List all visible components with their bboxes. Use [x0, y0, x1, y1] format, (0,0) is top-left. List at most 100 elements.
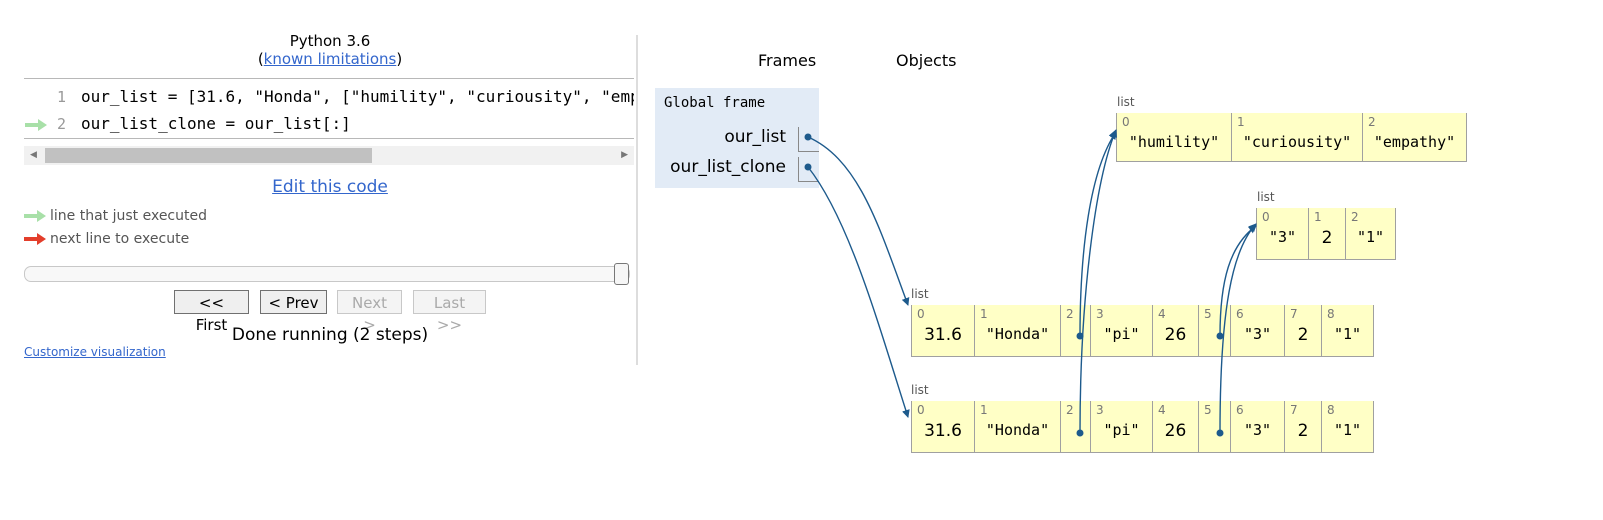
cell-index: 4	[1158, 307, 1166, 321]
known-limitations-link[interactable]: known limitations	[263, 50, 397, 68]
cell-index: 0	[917, 307, 925, 321]
list-cell: 1 "curiousity"	[1232, 113, 1363, 162]
code-bottom-divider	[24, 138, 634, 139]
cell-value: 26	[1164, 325, 1187, 345]
cell-index: 2	[1368, 115, 1376, 129]
cell-value: "curiousity"	[1242, 133, 1352, 151]
customize-visualization-link[interactable]: Customize visualization	[24, 345, 166, 359]
cell-index: 2	[1066, 403, 1074, 417]
cell-index: 5	[1204, 403, 1212, 417]
red-arrow-icon	[24, 233, 46, 245]
our-list-pointer-slot	[798, 127, 819, 152]
cell-value: "3"	[1268, 228, 1297, 246]
list-cell: 8"1"	[1322, 401, 1374, 453]
list-type-label: list	[1257, 190, 1275, 204]
line-number: 2	[56, 115, 66, 133]
list-type-label: list	[911, 383, 929, 397]
cell-value: "3"	[1243, 421, 1272, 439]
green-arrow-icon	[24, 210, 46, 222]
cell-value: 2	[1297, 325, 1309, 345]
scrollbar-thumb[interactable]	[45, 148, 372, 163]
list-cell: 0"humility"	[1116, 113, 1232, 162]
list-type-label: list	[1117, 95, 1135, 109]
cell-index: 3	[1096, 307, 1104, 321]
first-button[interactable]: << First	[174, 290, 249, 334]
close-paren: )	[396, 50, 403, 68]
cell-value: 31.6	[924, 325, 962, 345]
next-button[interactable]: Next >	[337, 290, 402, 334]
cell-index: 6	[1236, 403, 1244, 417]
cell-value: 31.6	[924, 421, 962, 441]
list-cell: 5	[1199, 401, 1231, 453]
list-cell: 2"1"	[1346, 208, 1396, 260]
heap-list-humility: 0"humility" 1 "curiousity" 2 "empathy"	[1116, 113, 1467, 162]
cell-index: 2	[1351, 210, 1359, 224]
legend-executed-label: line that just executed	[50, 208, 207, 224]
cell-index: 8	[1327, 307, 1335, 321]
cell-index: 2	[1066, 307, 1074, 321]
frames-heading: Frames	[758, 51, 817, 70]
panel-divider	[636, 35, 638, 365]
global-frame	[655, 88, 819, 188]
list-cell: 2	[1061, 401, 1091, 453]
cell-index: 1	[1237, 115, 1245, 129]
cell-value: 2	[1297, 421, 1309, 441]
cell-value: "empathy"	[1373, 133, 1456, 151]
scroll-left-icon[interactable]: ◀	[30, 150, 37, 160]
cell-value: "pi"	[1103, 421, 1140, 439]
list-cell: 3"pi"	[1091, 305, 1153, 357]
list-cell: 0"3"	[1256, 208, 1309, 260]
list-cell: 6"3"	[1231, 401, 1285, 453]
cell-index: 4	[1158, 403, 1166, 417]
cell-value: 2	[1321, 228, 1333, 248]
cell-value: "Honda"	[985, 421, 1050, 439]
cell-value: 26	[1164, 421, 1187, 441]
code-text: our_list = [31.6, "Honda", ["humility", …	[81, 87, 634, 106]
last-button[interactable]: Last >>	[413, 290, 486, 334]
code-line-2: 2 our_list_clone = our_list[:]	[24, 111, 634, 137]
list-cell: 6"3"	[1231, 305, 1285, 357]
list-cell: 3 "pi"	[1091, 401, 1153, 453]
step-slider[interactable]	[24, 266, 630, 282]
objects-heading: Objects	[896, 51, 957, 70]
code-top-divider	[24, 78, 634, 79]
list-type-label: list	[911, 287, 929, 301]
cell-index: 3	[1096, 403, 1104, 417]
open-paren: (	[257, 50, 264, 68]
scroll-right-icon[interactable]: ▶	[621, 150, 628, 160]
variable-our-list-clone: our_list_clone	[670, 157, 786, 177]
list-cell: 8"1"	[1322, 305, 1374, 357]
pointer-arrow	[807, 166, 910, 418]
cell-index: 7	[1290, 403, 1298, 417]
cell-value: "Honda"	[985, 325, 1050, 343]
list-cell: 5	[1199, 305, 1231, 357]
cell-index: 8	[1327, 403, 1335, 417]
prev-button[interactable]: < Prev	[260, 290, 327, 314]
cell-index: 7	[1290, 307, 1298, 321]
limitations-note: (known limitations)	[0, 50, 660, 68]
code-display: 1 our_list = [31.6, "Honda", ["humility"…	[24, 82, 634, 138]
cell-index: 1	[980, 307, 988, 321]
cell-index: 1	[1314, 210, 1322, 224]
list-cell: 2 "empathy"	[1363, 113, 1467, 162]
list-cell: 1 "Honda"	[975, 305, 1061, 357]
cell-value: "3"	[1243, 325, 1272, 343]
legend-next-label: next line to execute	[50, 231, 190, 247]
cell-index: 5	[1204, 307, 1212, 321]
pointer-arrow	[807, 136, 910, 306]
cell-value: "humility"	[1128, 133, 1220, 151]
step-slider-handle[interactable]	[614, 263, 629, 285]
list-cell: 2	[1061, 305, 1091, 357]
legend-next: next line to execute	[24, 231, 189, 247]
cell-index: 0	[917, 403, 925, 417]
global-frame-label: Global frame	[664, 95, 766, 111]
variable-our-list: our_list	[724, 127, 786, 147]
edit-code-link[interactable]: Edit this code	[272, 177, 388, 197]
